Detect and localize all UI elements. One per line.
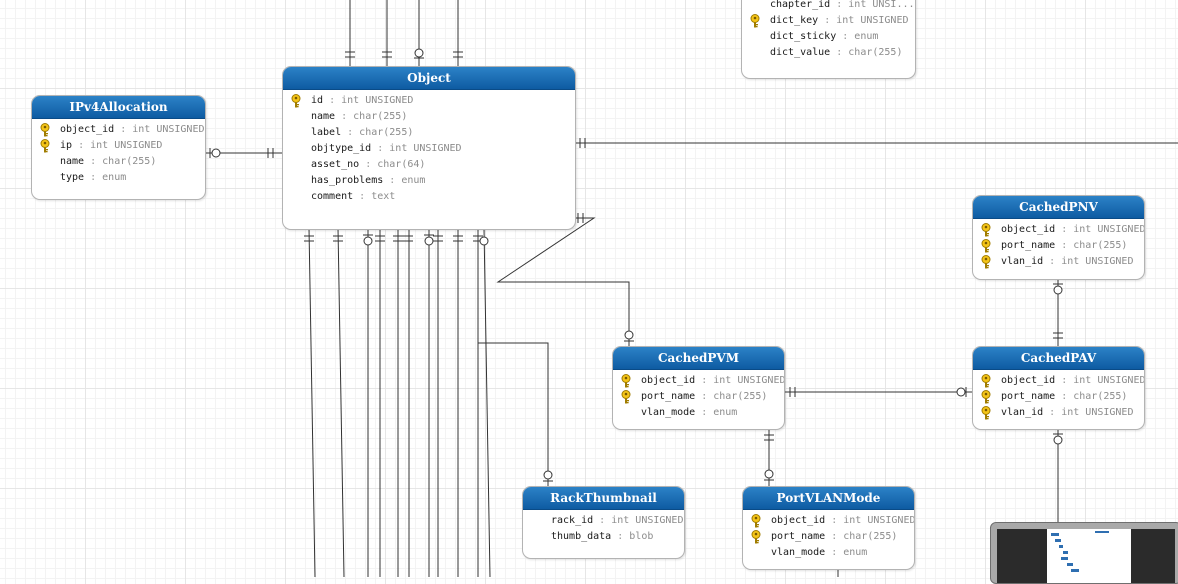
field-row[interactable]: comment : text [311, 191, 396, 202]
minimap-entity-mark [1063, 551, 1068, 554]
field-row[interactable]: type : enum [60, 172, 127, 183]
primary-key-icon [981, 223, 991, 237]
field-row[interactable]: object_id : int UNSIGNED [743, 513, 914, 529]
field-row[interactable]: dict_value : char(255) [770, 47, 903, 58]
minimap-visible-area [1047, 529, 1131, 583]
primary-key-icon [621, 374, 631, 388]
primary-key-icon [40, 139, 50, 153]
field-row[interactable]: vlan_mode : enum [641, 407, 738, 418]
entity-title: CachedPAV [973, 347, 1144, 370]
primary-key-icon [981, 239, 991, 253]
entity-fields: object_id : int UNSIGNED ip : int UNSIGN… [32, 119, 205, 190]
entity-cachedpnv[interactable]: CachedPNV object_id : int UNSIGNED port_… [972, 195, 1145, 280]
primary-key-icon [750, 14, 760, 28]
primary-key-icon [291, 94, 301, 108]
minimap-entity-mark [1059, 545, 1063, 548]
field-row[interactable]: label : char(255) [311, 127, 414, 138]
primary-key-icon [751, 514, 761, 528]
entity-fields: object_id : int UNSIGNED port_name : cha… [973, 219, 1144, 274]
diagram-minimap[interactable] [990, 522, 1178, 584]
field-row[interactable]: vlan_mode : enum [771, 547, 868, 558]
entity-fields: object_id : int UNSIGNED port_name : cha… [973, 370, 1144, 425]
primary-key-icon [981, 406, 991, 420]
field-row[interactable]: object_id : int UNSIGNED [973, 222, 1144, 238]
field-row[interactable]: port_name : char(255) [743, 529, 914, 545]
primary-key-icon [751, 530, 761, 544]
entity-fields: chapter_id : int UNSI... dict_key : int … [742, 0, 915, 65]
entity-fields: object_id : int UNSIGNED port_name : cha… [743, 510, 914, 565]
primary-key-icon [981, 374, 991, 388]
primary-key-icon [621, 390, 631, 404]
field-row[interactable]: port_name : char(255) [973, 238, 1144, 254]
field-row[interactable]: object_id : int UNSIGNED [613, 373, 784, 389]
field-row[interactable]: object_id : int UNSIGNED [973, 373, 1144, 389]
field-row[interactable]: vlan_id : int UNSIGNED [973, 405, 1144, 421]
field-row[interactable]: chapter_id : int UNSI... [770, 0, 915, 10]
entity-fields: id : int UNSIGNED name : char(255) label… [283, 90, 575, 209]
field-row[interactable]: port_name : char(255) [973, 389, 1144, 405]
entity-portvlanmode[interactable]: PortVLANMode object_id : int UNSIGNED po… [742, 486, 915, 570]
entity-title: PortVLANMode [743, 487, 914, 510]
entity-cachedpvm[interactable]: CachedPVM object_id : int UNSIGNED port_… [612, 346, 785, 430]
connector-object-down-1 [308, 227, 316, 577]
minimap-entity-mark [1055, 539, 1061, 542]
field-row[interactable]: asset_no : char(64) [311, 159, 426, 170]
connector-object-cachedpvm [496, 217, 630, 346]
field-row[interactable]: dict_key : int UNSIGNED [742, 13, 915, 29]
entity-title: IPv4Allocation [32, 96, 205, 119]
connector-object-down-11 [483, 227, 491, 577]
primary-key-icon [981, 255, 991, 269]
entity-ipv4allocation[interactable]: IPv4Allocation object_id : int UNSIGNED … [31, 95, 206, 200]
field-row[interactable]: has_problems : enum [311, 175, 426, 186]
field-row[interactable]: name : char(255) [60, 156, 157, 167]
field-row[interactable]: ip : int UNSIGNED [32, 138, 205, 154]
entity-title: Object [283, 67, 575, 90]
field-row[interactable]: dict_sticky : enum [770, 31, 879, 42]
primary-key-icon [40, 123, 50, 137]
field-row[interactable]: thumb_data : blob [551, 531, 654, 542]
entity-title: CachedPVM [613, 347, 784, 370]
minimap-viewport[interactable] [997, 529, 1175, 583]
field-row[interactable]: vlan_id : int UNSIGNED [973, 254, 1144, 270]
entity-title: RackThumbnail [523, 487, 684, 510]
minimap-entity-mark [1071, 569, 1079, 572]
field-row[interactable]: object_id : int UNSIGNED [32, 122, 205, 138]
primary-key-icon [981, 390, 991, 404]
connector-object-rackthumbnail [477, 228, 549, 486]
minimap-entity-mark [1095, 531, 1109, 533]
connector-object-down-2 [337, 227, 345, 577]
minimap-entity-mark [1067, 563, 1073, 566]
field-row[interactable]: name : char(255) [311, 111, 408, 122]
entity-object[interactable]: Object id : int UNSIGNED name : char(255… [282, 66, 576, 230]
field-row[interactable]: id : int UNSIGNED [283, 93, 575, 109]
entity-rackthumbnail[interactable]: RackThumbnail rack_id : int UNSIGNED thu… [522, 486, 685, 559]
minimap-entity-mark [1061, 557, 1068, 560]
entity-fields: object_id : int UNSIGNED port_name : cha… [613, 370, 784, 425]
field-row[interactable]: port_name : char(255) [613, 389, 784, 405]
entity-partial-top[interactable]: chapter_id : int UNSI... dict_key : int … [741, 0, 916, 79]
field-row[interactable]: objtype_id : int UNSIGNED [311, 143, 462, 154]
entity-fields: rack_id : int UNSIGNED thumb_data : blob [523, 510, 684, 549]
entity-cachedpav[interactable]: CachedPAV object_id : int UNSIGNED port_… [972, 346, 1145, 430]
entity-title: CachedPNV [973, 196, 1144, 219]
field-row[interactable]: rack_id : int UNSIGNED [551, 515, 684, 526]
minimap-entity-mark [1051, 533, 1059, 536]
